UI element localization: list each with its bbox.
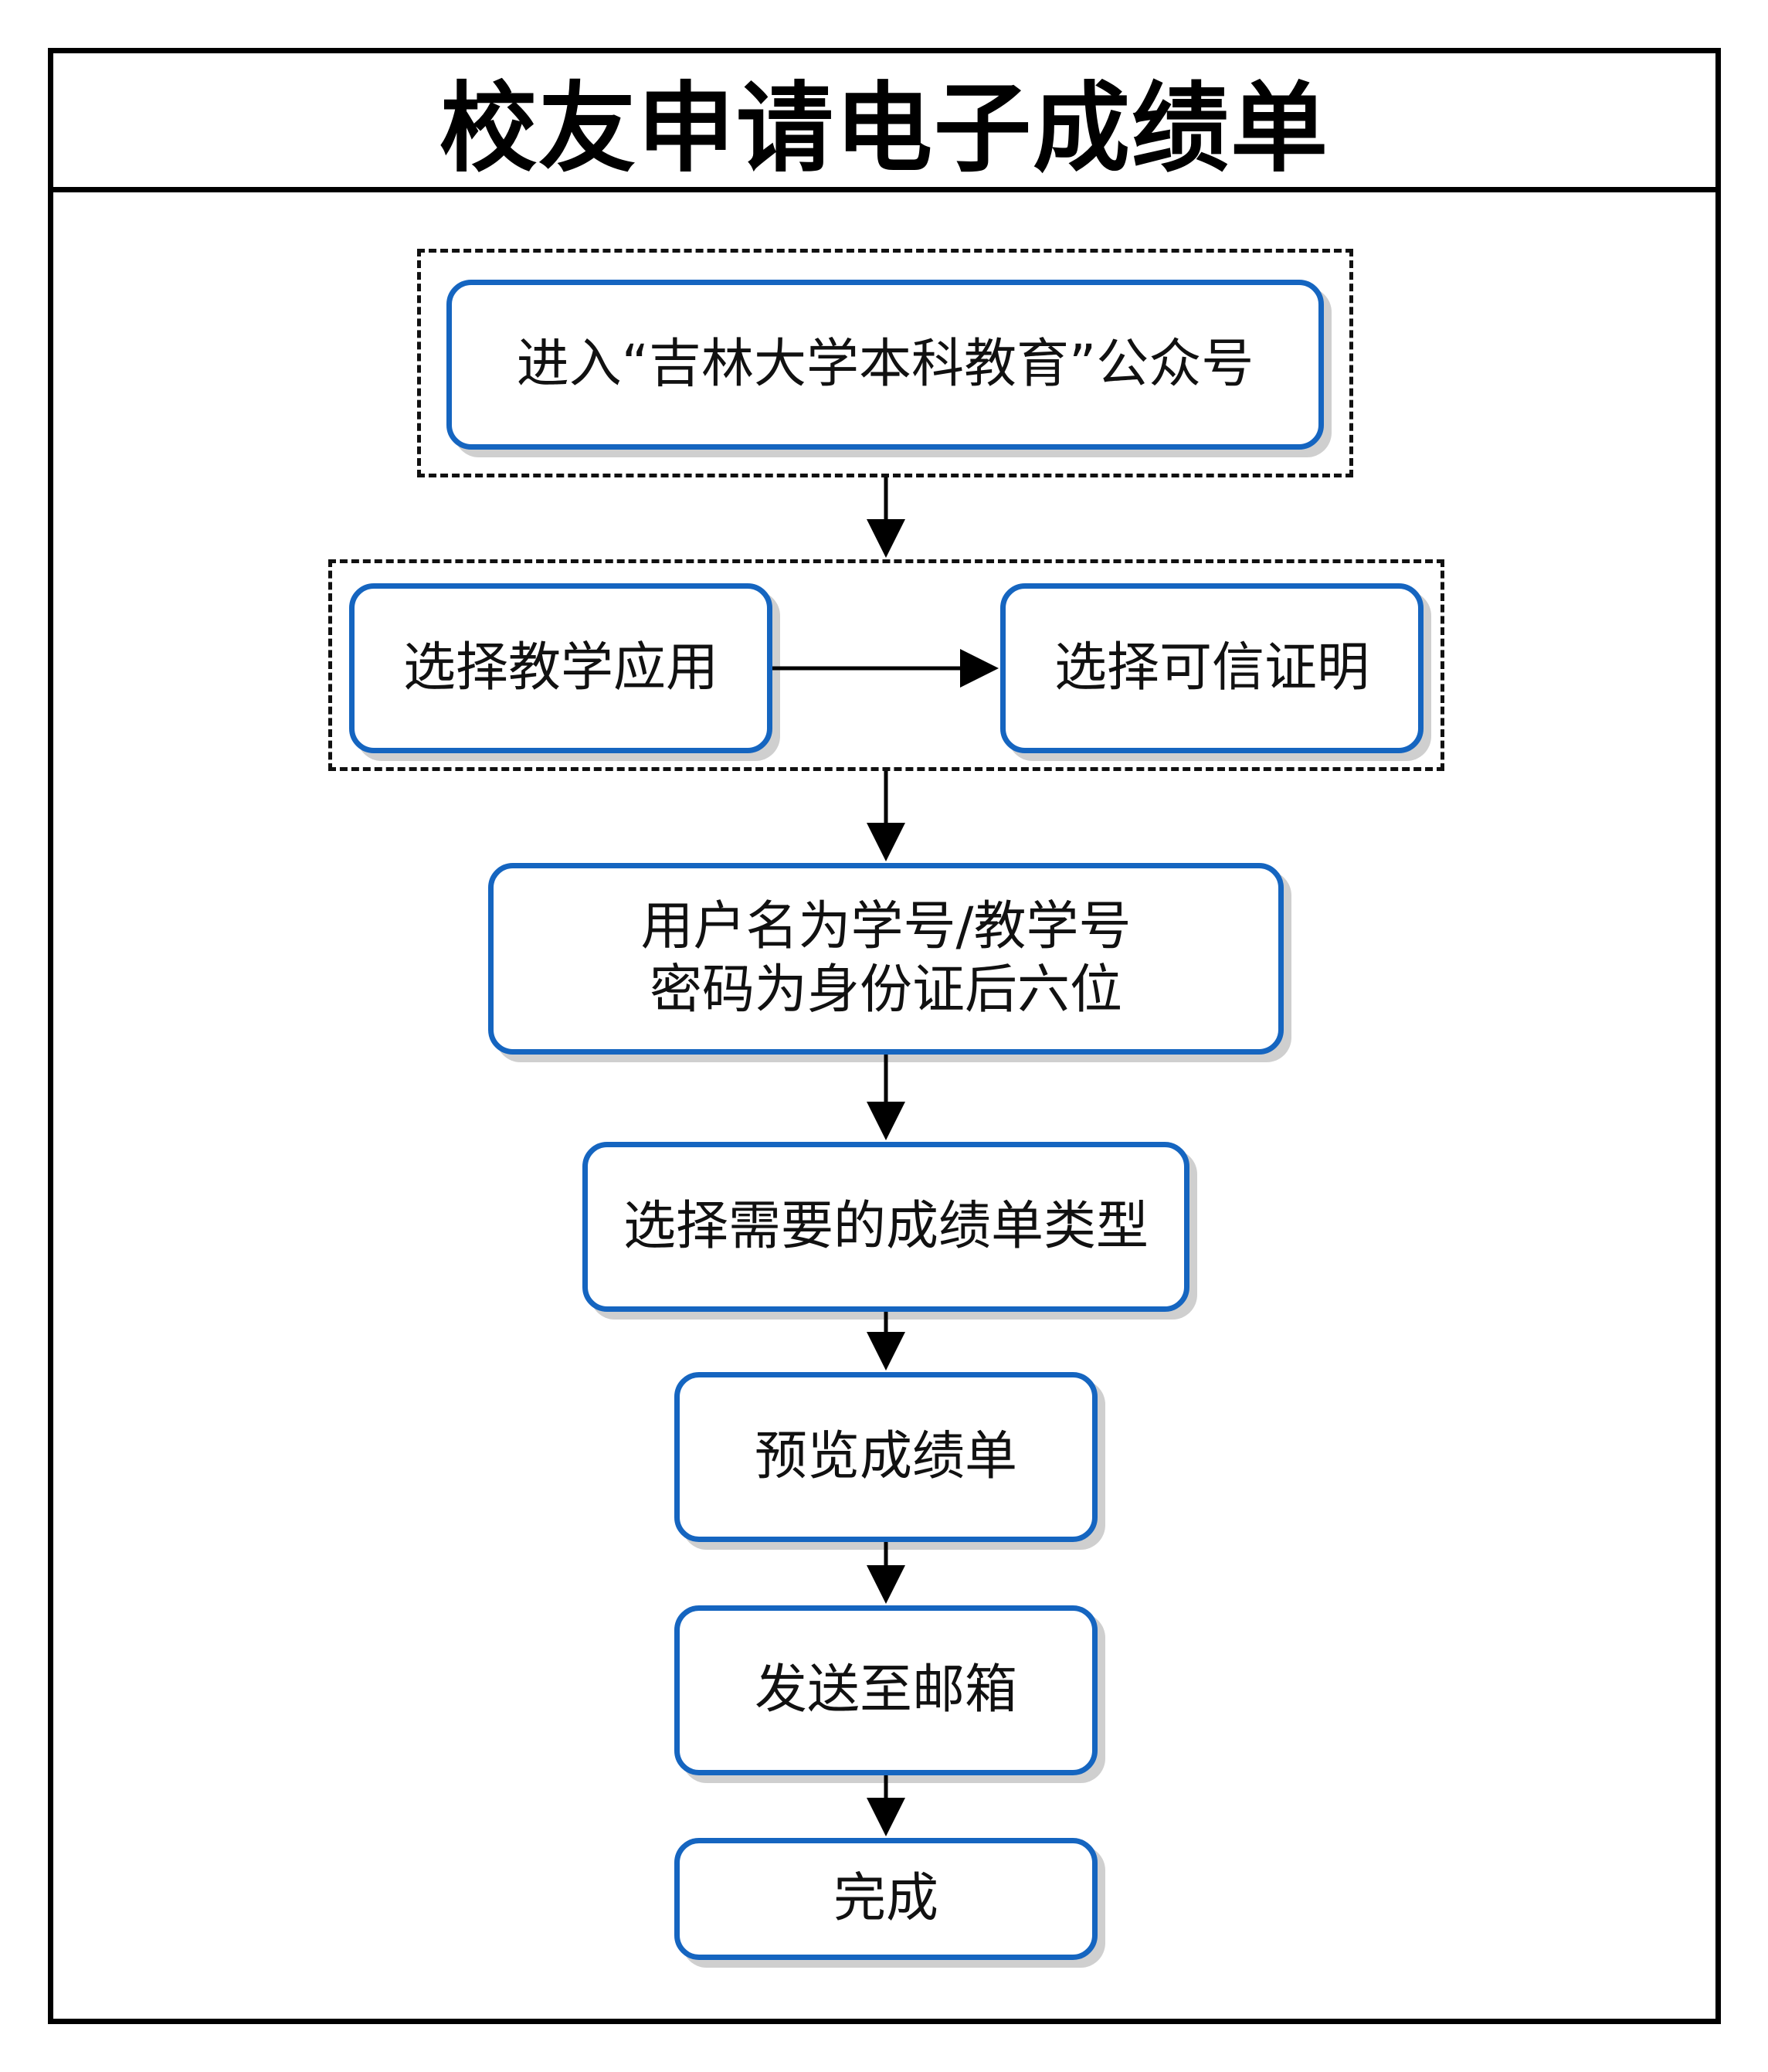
step-login-text: 用户名为学号/教学号 密码为身份证后六位 — [641, 895, 1132, 1021]
step-select-teaching-app-label: 选择教学应用 — [402, 637, 718, 699]
step-enter-account: 进入“吉林大学本科教育”公众号 — [446, 280, 1324, 450]
step-select-teaching-app: 选择教学应用 — [349, 583, 772, 753]
step-preview-label: 预览成绩单 — [754, 1426, 1017, 1488]
group-select-app — [328, 559, 1444, 771]
step-send-email-label: 发送至邮箱 — [754, 1659, 1017, 1721]
group-enter-account — [417, 249, 1353, 477]
step-select-type-label: 选择需要的成绩单类型 — [623, 1196, 1149, 1258]
step-login-username: 用户名为学号/教学号 — [640, 896, 1132, 958]
step-preview: 预览成绩单 — [674, 1372, 1098, 1542]
step-done-label: 完成 — [833, 1868, 938, 1930]
step-send-email: 发送至邮箱 — [674, 1605, 1098, 1775]
step-select-type: 选择需要的成绩单类型 — [582, 1142, 1189, 1312]
step-login-password: 密码为身份证后六位 — [649, 960, 1122, 1021]
step-select-trusted-cert: 选择可信证明 — [1000, 583, 1424, 753]
step-enter-account-label: 进入“吉林大学本科教育”公众号 — [516, 334, 1254, 396]
diagram-frame: 校友申请电子成绩单 — [48, 48, 1721, 2024]
step-done: 完成 — [674, 1838, 1098, 1960]
step-select-trusted-cert-label: 选择可信证明 — [1054, 637, 1369, 699]
diagram-title: 校友申请电子成绩单 — [439, 71, 1329, 185]
step-login: 用户名为学号/教学号 密码为身份证后六位 — [488, 863, 1284, 1055]
title-bar: 校友申请电子成绩单 — [53, 53, 1715, 192]
